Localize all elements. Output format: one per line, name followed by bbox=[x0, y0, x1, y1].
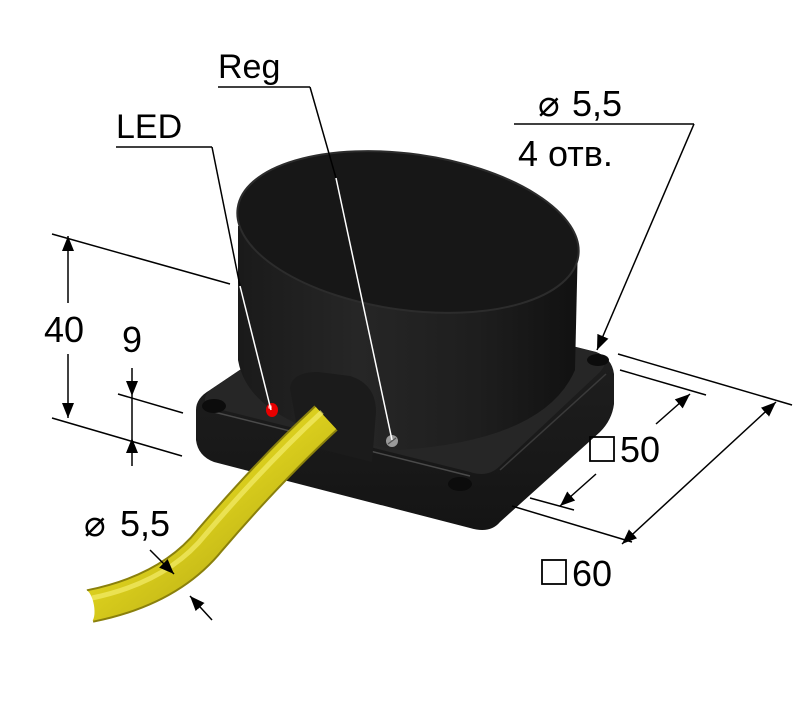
sensor-body bbox=[196, 150, 614, 530]
reg-label: Reg bbox=[218, 48, 280, 86]
square-symbol bbox=[541, 559, 567, 585]
mount-hole bbox=[448, 477, 472, 491]
mount-hole-diameter: 5,5 bbox=[572, 83, 622, 124]
mount-hole bbox=[587, 354, 609, 366]
flange-size-value: 60 bbox=[572, 553, 612, 594]
mount-hole-count: 4 отв. bbox=[518, 133, 613, 174]
mount-hole bbox=[202, 399, 226, 413]
dim-cable-diameter: ⌀ 5,5 bbox=[84, 503, 213, 621]
cable-diameter-value: 5,5 bbox=[120, 503, 170, 544]
dim-flange-9: 9 bbox=[117, 319, 184, 466]
square-symbol bbox=[589, 436, 615, 462]
diameter-symbol: ⌀ bbox=[538, 83, 560, 124]
dim-mount-hole: ⌀ 5,5 4 отв. bbox=[514, 83, 695, 351]
led-label: LED bbox=[116, 108, 182, 146]
led-indicator bbox=[266, 403, 278, 417]
cylinder-top bbox=[237, 151, 579, 313]
diameter-symbol: ⌀ bbox=[84, 503, 106, 544]
height-total-value: 40 bbox=[44, 309, 84, 350]
dim-height-40: 40 bbox=[44, 233, 231, 457]
flange-height-value: 9 bbox=[122, 319, 142, 360]
callout-led: LED bbox=[116, 108, 272, 411]
dim-square-50-60: 50 60 bbox=[511, 353, 793, 594]
callout-reg: Reg bbox=[218, 48, 393, 441]
hole-spacing-value: 50 bbox=[620, 429, 660, 470]
cable bbox=[81, 405, 338, 623]
